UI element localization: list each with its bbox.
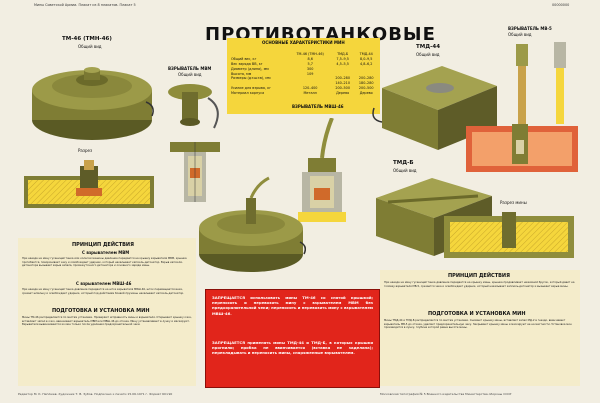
specs-table: ТМ-46 (ТМН-46) ТМД-Б ТМД-44 Общий вес, к… bbox=[230, 52, 378, 95]
tmd44-illustration bbox=[372, 66, 497, 150]
tm46-cutaway-illustration bbox=[24, 160, 154, 208]
cell: 7,5–9,5 bbox=[336, 57, 349, 62]
cell: Усилие для взрыва, кг bbox=[231, 85, 271, 90]
mv5-fuze-illustration bbox=[516, 42, 566, 126]
cell: 5,7 bbox=[307, 61, 313, 66]
right-text-panel bbox=[380, 270, 580, 386]
cell: 200–280 bbox=[335, 76, 350, 81]
cell: 200–500 bbox=[335, 85, 350, 90]
left-para-install: Мины ТМ-46 распределяются по местам уста… bbox=[22, 316, 192, 327]
cell: Высота, мм bbox=[231, 71, 252, 76]
tmdb-cut-label: Разрез мины bbox=[500, 200, 527, 205]
cell: Дерево bbox=[336, 90, 350, 95]
specs-panel bbox=[227, 38, 380, 114]
table-row: Усилие для взрыва, кг 120–400 200–500 200–5… bbox=[230, 85, 378, 90]
tm46-label: ТМ-46 (ТМН-46) bbox=[62, 36, 112, 42]
cell: 109 bbox=[306, 71, 314, 76]
tm46-mine-illustration bbox=[32, 67, 154, 140]
warning-panel: ЗАПРЕЩАЕТСЯ использовать мины ТМ-46 со с… bbox=[205, 289, 380, 388]
cell: 8,6 bbox=[307, 57, 313, 62]
mv5-label: ВЗРЫВАТЕЛЬ МВ-5 bbox=[508, 26, 552, 31]
cell: Дерево bbox=[359, 90, 373, 95]
cell: 4,5–5,5 bbox=[336, 61, 349, 66]
tmd44-cutaway bbox=[466, 124, 578, 172]
mv5-sublabel: Общий вид bbox=[508, 32, 532, 37]
cell: 8,0–9,5 bbox=[359, 57, 373, 62]
cell: 4,8–6,2 bbox=[359, 61, 373, 66]
warning-text-2: ЗАПРЕЩАЕТСЯ применять мины ТМД-44 и ТМД-… bbox=[212, 340, 373, 356]
cell: Материал корпуса bbox=[231, 90, 265, 95]
mvsh-fuze-cutaway bbox=[298, 118, 346, 222]
tm46-cut-label: Разрез bbox=[78, 148, 93, 153]
table-row: Высота, мм 109 bbox=[230, 71, 378, 76]
cell: 300 bbox=[306, 66, 314, 71]
right-para-install: Мины ТМД-44 и ТМД-Б распределяются по ме… bbox=[384, 319, 572, 330]
warning-text-1: ЗАПРЕЩАЕТСЯ использовать мины ТМ-46 со с… bbox=[212, 295, 373, 316]
cell: 120–400 bbox=[302, 85, 318, 90]
right-install-heading: ПОДГОТОВКА И УСТАНОВКА МИН bbox=[428, 311, 526, 317]
cell: Общий вес, кг bbox=[231, 57, 257, 62]
mvm-cutaway-illustration bbox=[170, 142, 220, 202]
tmdb-sublabel: Общий вид bbox=[393, 168, 417, 173]
left-mvsh-subheading: С взрывателем МВШ-46 bbox=[76, 281, 132, 286]
specs-col: ТМД-44 bbox=[359, 52, 373, 57]
footer-left: Редактор М. К. Неплюев. Художник Т. В. З… bbox=[18, 392, 173, 396]
table-row: Общий вес, кг 8,6 7,5–9,5 8,0–9,5 bbox=[230, 57, 378, 62]
left-install-heading: ПОДГОТОВКА И УСТАНОВКА МИН bbox=[52, 308, 150, 314]
header-left-text: Мины Советской Армии. Плакат из 8 плакат… bbox=[34, 3, 136, 7]
tmd44-sublabel: Общий вид bbox=[416, 52, 440, 57]
mvsh-label: ВЗРЫВАТЕЛЬ МВШ-46 bbox=[292, 104, 344, 109]
left-mvm-subheading: С взрывателем МВМ bbox=[82, 250, 130, 255]
table-row: Вес заряда ВВ, кг 5,7 4,5–5,5 4,8–6,2 bbox=[230, 62, 378, 67]
right-principle-heading: ПРИНЦИП ДЕЙСТВИЯ bbox=[448, 273, 510, 279]
tmd44-label: ТМД-44 bbox=[416, 44, 441, 50]
right-para-principle: При наезде на мину гусеницей танка давле… bbox=[384, 281, 575, 288]
left-principle-heading: ПРИНЦИП ДЕЙСТВИЯ bbox=[72, 242, 134, 248]
mvm-fuze-illustration bbox=[168, 84, 219, 129]
left-text-panel bbox=[18, 238, 196, 386]
specs-col: ТМД-Б bbox=[337, 52, 349, 57]
header-right-text: 00000000 bbox=[552, 3, 570, 7]
mvm-label: ВЗРЫВАТЕЛЬ МВМ bbox=[168, 66, 212, 71]
specs-header-row: ТМ-46 (ТМН-46) ТМД-Б ТМД-44 bbox=[230, 52, 378, 57]
cell: 200–280 bbox=[358, 76, 374, 81]
cell: 200–500 bbox=[358, 85, 374, 90]
tmdb-cutaway bbox=[444, 212, 574, 258]
left-para-mvsh: При наезде на мину гусеницей танка давле… bbox=[22, 288, 185, 295]
table-row: Материал корпуса Металл Дерево Дерево bbox=[230, 90, 378, 95]
mvm-sublabel: Общий вид bbox=[178, 72, 202, 77]
cell: Диаметр (длина), мм bbox=[231, 66, 269, 71]
cell: 140–210 bbox=[335, 81, 350, 86]
table-row: Диаметр (длина), мм 300 bbox=[230, 66, 378, 71]
specs-heading: ОСНОВНЫЕ ХАРАКТЕРИСТИКИ МИН bbox=[262, 40, 345, 45]
cell: Вес заряда ВВ, кг bbox=[231, 61, 263, 66]
tm46-sublabel: Общий вид bbox=[78, 44, 102, 49]
tm46-with-mvsh-illustration bbox=[199, 176, 306, 272]
specs-col: ТМ-46 (ТМН-46) bbox=[296, 52, 324, 57]
cell: Размеры (д×ш×в), мм bbox=[231, 76, 271, 81]
footer-right: Московская типография № 5 Военного издат… bbox=[380, 392, 512, 396]
cell: Металл bbox=[303, 90, 317, 95]
table-row: Размеры (д×ш×в), мм 200–280 200–280 bbox=[230, 76, 378, 81]
left-para-mvm: При наезде на мину гусеницей танка или к… bbox=[22, 257, 187, 268]
cell: 180–280 bbox=[358, 81, 374, 86]
tmdb-label: ТМД-Б bbox=[393, 160, 414, 166]
table-row: 140–210 180–280 bbox=[230, 81, 378, 86]
